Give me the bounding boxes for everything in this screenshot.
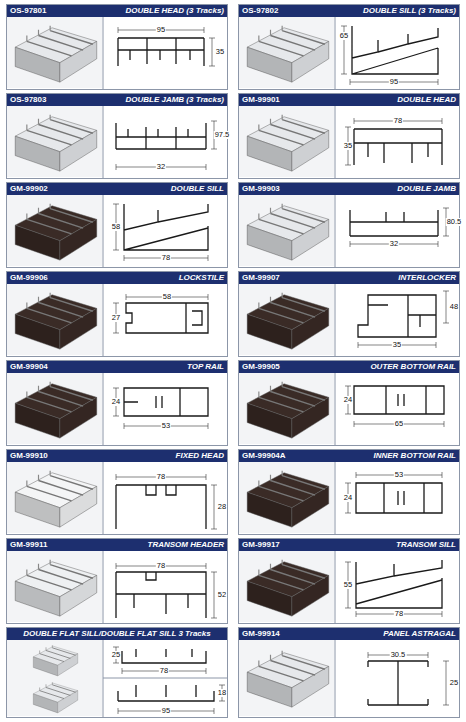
header-bar: OS-97801 DOUBLE HEAD (3 Tracks)	[7, 5, 227, 17]
profile-name: DOUBLE HEAD	[397, 94, 456, 106]
profile-code: OS-97802	[242, 5, 278, 17]
dimension-label: 53	[161, 422, 171, 430]
dimension-label: 25	[111, 651, 121, 659]
profile-name: OUTER BOTTOM RAIL	[370, 361, 456, 373]
dimension-label: 95	[161, 707, 171, 715]
profile-panel: OS-97802 DOUBLE SILL (3 Tracks)	[238, 4, 460, 90]
dimension-label: 78	[394, 610, 404, 618]
header-bar: GM-99901 DOUBLE HEAD	[239, 94, 459, 106]
dimension-label: 18	[217, 689, 227, 697]
dimension-label: 52	[217, 591, 227, 599]
dimension-label: 35	[343, 142, 353, 150]
dimension-label: 65	[394, 420, 404, 428]
profile-code: GM-99904	[10, 361, 48, 373]
header-bar: GM-99903 DOUBLE JAMB	[239, 183, 459, 195]
profile-panel: OS-97801 DOUBLE HEAD (3 Tracks)	[6, 4, 228, 90]
profile-panel: GM-99907 INTERLOCKER	[238, 271, 460, 357]
header-bar: GM-99904A INNER BOTTOM RAIL	[239, 450, 459, 462]
profile-panel: GM-99904A INNER BOTTOM RAIL	[238, 449, 460, 535]
dimension-label: 78	[156, 473, 166, 481]
profile-name: DOUBLE SILL (3 Tracks)	[363, 5, 456, 17]
dimension-label: 32	[389, 240, 399, 248]
header-bar: GM-99905 OUTER BOTTOM RAIL	[239, 361, 459, 373]
header-bar: DOUBLE FLAT SILL/DOUBLE FLAT SILL 3 Trac…	[7, 628, 227, 640]
dimension-label: 95	[156, 26, 166, 34]
profile-code: GM-99905	[242, 361, 280, 373]
dimension-label: 78	[159, 667, 169, 675]
profile-name: FIXED HEAD	[176, 450, 224, 462]
dimension-label: 24	[343, 494, 353, 502]
dimension-label: 32	[156, 163, 166, 171]
dimension-label: 78	[393, 117, 403, 125]
header-bar: GM-99904 TOP RAIL	[7, 361, 227, 373]
profile-panel: GM-99910 FIXED HEAD	[6, 449, 228, 535]
profile-name: DOUBLE JAMB (3 Tracks)	[125, 94, 224, 106]
profile-code: GM-99906	[10, 272, 48, 284]
dimension-label: 78	[161, 254, 171, 262]
profile-code: GM-99901	[242, 94, 280, 106]
profile-name: DOUBLE HEAD (3 Tracks)	[125, 5, 224, 17]
profile-name: DOUBLE JAMB	[397, 183, 456, 195]
dimension-label: 53	[394, 471, 404, 479]
profile-code: OS-97801	[10, 5, 46, 17]
profile-panel: OS-97803 DOUBLE JAMB (3 Tracks)	[6, 93, 228, 179]
header-bar: GM-99906 LOCKSTILE	[7, 272, 227, 284]
header-bar: GM-99907 INTERLOCKER	[239, 272, 459, 284]
profile-name: TOP RAIL	[187, 361, 224, 373]
profile-name: PANEL ASTRAGAL	[383, 628, 456, 640]
dimension-label: 55	[343, 581, 353, 589]
profile-name: TRANSOM SILL	[396, 539, 456, 551]
profile-panel: DOUBLE FLAT SILL/DOUBLE FLAT SILL 3 Trac…	[6, 627, 228, 718]
dimension-label: 27	[111, 314, 121, 322]
header-bar: GM-99914 PANEL ASTRAGAL	[239, 628, 459, 640]
profile-panel: GM-99901 DOUBLE HEAD	[238, 93, 460, 179]
profile-code: GM-99910	[10, 450, 48, 462]
profile-code: OS-97803	[10, 94, 46, 106]
header-bar: OS-97802 DOUBLE SILL (3 Tracks)	[239, 5, 459, 17]
dimension-label: 80.5	[446, 218, 463, 226]
profile-code: GM-99907	[242, 272, 280, 284]
dimension-label: 65	[339, 32, 349, 40]
profile-name: DOUBLE SILL	[171, 183, 224, 195]
profile-panel: GM-99911 TRANSOM HEADER	[6, 538, 228, 624]
profile-name: INNER BOTTOM RAIL	[373, 450, 456, 462]
header-bar: OS-97803 DOUBLE JAMB (3 Tracks)	[7, 94, 227, 106]
profile-panel: GM-99903 DOUBLE JAMB	[238, 182, 460, 268]
profile-name: TRANSOM HEADER	[148, 539, 224, 551]
profile-panel: GM-99914 PANEL ASTRAGAL	[238, 627, 460, 718]
profile-name: LOCKSTILE	[179, 272, 224, 284]
profile-name: INTERLOCKER	[398, 272, 456, 284]
dimension-label: 35	[392, 341, 402, 349]
dimension-label: 58	[162, 293, 172, 301]
profile-code: GM-99911	[10, 539, 47, 551]
profile-code: GM-99902	[10, 183, 48, 195]
header-bar: GM-99910 FIXED HEAD	[7, 450, 227, 462]
dimension-label: 48	[449, 303, 459, 311]
profile-code: GM-99903	[242, 183, 280, 195]
profile-code: GM-99914	[242, 628, 280, 640]
dimension-label: 24	[343, 396, 353, 404]
dimension-label: 78	[156, 562, 166, 570]
header-bar: GM-99902 DOUBLE SILL	[7, 183, 227, 195]
dimension-label: 25	[449, 679, 459, 687]
profile-code: GM-99917	[242, 539, 280, 551]
dimension-label: 58	[111, 223, 121, 231]
header-bar: GM-99911 TRANSOM HEADER	[7, 539, 227, 551]
profile-code: GM-99904A	[242, 450, 286, 462]
dimension-label: 95	[389, 78, 399, 86]
profile-name: DOUBLE FLAT SILL/DOUBLE FLAT SILL 3 Trac…	[23, 628, 210, 640]
dimension-label: 97.5	[214, 131, 231, 139]
dimension-label: 28	[217, 503, 227, 511]
dimension-label: 35	[215, 48, 225, 56]
dimension-label: 24	[111, 398, 121, 406]
header-bar: GM-99917 TRANSOM SILL	[239, 539, 459, 551]
dimension-label: 30.5	[390, 651, 407, 659]
